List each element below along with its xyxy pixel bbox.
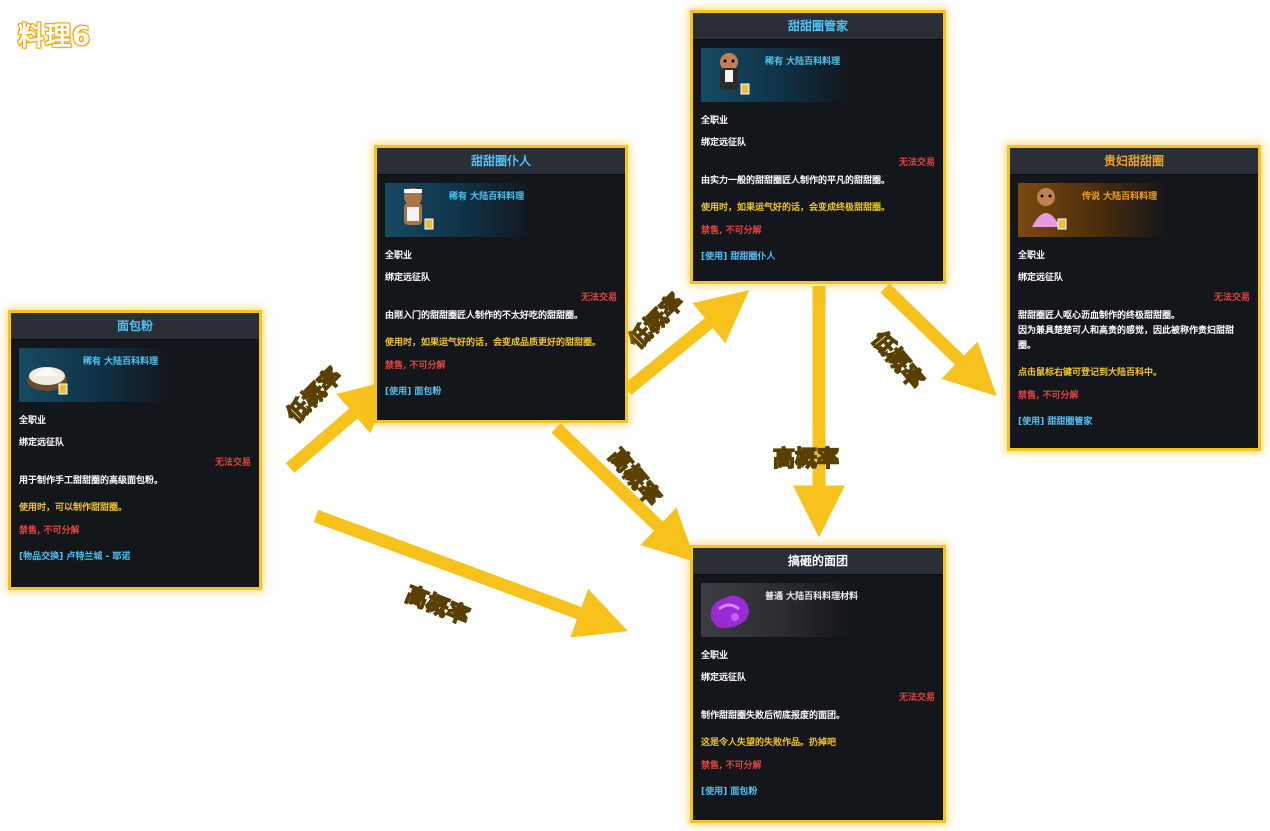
item-sale: 禁售, 不可分解 xyxy=(701,761,762,771)
item-bind: 绑定远征队 xyxy=(701,138,747,148)
item-trade: 无法交易 xyxy=(898,158,935,168)
item-desc: 甜甜圈匠人呕心沥血制作的终极甜甜圈。 xyxy=(1018,311,1181,321)
label-butler-to-dough: 高概率 xyxy=(772,446,840,473)
item-rarity: 传说 大陆百科料理 xyxy=(1082,192,1158,202)
servant-donut-icon xyxy=(404,188,434,230)
item-sale: 禁售, 不可分解 xyxy=(1018,391,1079,401)
item-job: 全职业 xyxy=(385,251,413,261)
arrow-flour-to-servant xyxy=(285,379,393,473)
item-trade: 无法交易 xyxy=(580,293,617,303)
item-trade: 无法交易 xyxy=(898,693,935,703)
item-job: 全职业 xyxy=(701,116,729,126)
arrow-butler-to-lady xyxy=(880,283,997,397)
card-lady: 贵妇甜甜圈 传说 大陆百科料理 全职业 绑定远征队 无法交易 甜甜圈匠人呕心沥血… xyxy=(1007,145,1261,451)
item-usage: 使用时，可以制作甜甜圈。 xyxy=(19,503,128,513)
item-rarity: 稀有 大陆百科料理 xyxy=(765,57,841,67)
arrow-servant-to-butler xyxy=(622,290,750,396)
item-icon-row: 普通 大陆百科料理材料 xyxy=(701,583,943,637)
item-bind: 绑定远征队 xyxy=(385,273,431,283)
card-servant: 甜甜圈仆人 稀有 大陆百科料理 全职业 绑定远征队 无法交易 由刚入门的甜甜圈匠… xyxy=(374,145,628,423)
failed-dough-icon xyxy=(710,595,749,629)
item-rarity: 稀有 大陆百科料理 xyxy=(83,357,159,367)
item-source: [使用] 甜甜圈管家 xyxy=(1018,417,1093,427)
item-icon-row: 稀有 大陆百科料理 xyxy=(701,48,943,102)
item-bind: 绑定远征队 xyxy=(19,438,65,448)
item-trade: 无法交易 xyxy=(1213,293,1250,303)
item-rarity: 普通 大陆百科料理材料 xyxy=(765,592,859,602)
item-job: 全职业 xyxy=(1018,251,1046,261)
item-usage: 使用时，如果运气好的话，会变成终极甜甜圈。 xyxy=(701,203,891,213)
item-desc-2: 因为兼具楚楚可人和高贵的感觉，因此被称作贵妇甜甜圈。 xyxy=(1018,326,1235,351)
card-title: 面包粉 xyxy=(11,313,259,340)
card-dough: 搞砸的面团 普通 大陆百科料理材料 全职业 绑定远征队 无法交易 制作甜甜圈失败… xyxy=(690,545,946,823)
item-sale: 禁售, 不可分解 xyxy=(701,226,762,236)
arrow-servant-to-dough xyxy=(551,423,696,563)
item-icon-row: 稀有 大陆百科料理 xyxy=(385,183,625,237)
item-usage: 点击鼠标右键可登记到大陆百科中。 xyxy=(1018,368,1163,378)
item-trade: 无法交易 xyxy=(214,458,251,468)
lady-donut-icon xyxy=(1032,188,1067,230)
item-source: [使用] 甜甜圈仆人 xyxy=(701,252,776,262)
item-desc: 制作甜甜圈失败后彻底报废的面团。 xyxy=(701,711,846,721)
flour-bowl-icon xyxy=(27,367,68,395)
item-job: 全职业 xyxy=(701,651,729,661)
item-bind: 绑定远征队 xyxy=(701,673,747,683)
item-icon-row: 传说 大陆百科料理 xyxy=(1018,183,1258,237)
item-bind: 绑定远征队 xyxy=(1018,273,1064,283)
item-job: 全职业 xyxy=(19,416,47,426)
item-rarity: 稀有 大陆百科料理 xyxy=(449,192,525,202)
item-source: [物品交换] 卢特兰城 - 耶诺 xyxy=(19,552,131,562)
item-usage: 使用时，如果运气好的话，会变成品质更好的甜甜圈。 xyxy=(385,338,602,348)
item-desc: 由实力一般的甜甜圈匠人制作的平凡的甜甜圈。 xyxy=(701,176,891,186)
item-icon-row: 稀有 大陆百科料理 xyxy=(19,348,259,402)
butler-donut-icon xyxy=(720,53,750,95)
item-desc: 由刚入门的甜甜圈匠人制作的不太好吃的甜甜圈。 xyxy=(385,311,584,321)
card-title: 甜甜圈仆人 xyxy=(377,148,625,175)
item-desc: 用于制作手工甜甜圈的高级面包粉。 xyxy=(19,476,164,486)
card-flour: 面包粉 稀有 大陆百科料理 全职业 绑定远征队 无法交易 用于制作手工甜甜圈的高… xyxy=(8,310,262,590)
item-sale: 禁售, 不可分解 xyxy=(19,526,80,536)
card-butler: 甜甜圈管家 稀有 大陆百科料理 全职业 绑定远征队 无法交易 由实力一般的甜甜圈… xyxy=(690,10,946,284)
item-source: [使用] 面包粉 xyxy=(701,787,758,797)
item-usage: 这是令人失望的失败作品。扔掉吧 xyxy=(701,738,837,748)
card-title: 搞砸的面团 xyxy=(693,548,943,575)
card-title: 贵妇甜甜圈 xyxy=(1010,148,1258,175)
card-title: 甜甜圈管家 xyxy=(693,13,943,40)
item-source: [使用] 面包粉 xyxy=(385,387,442,397)
item-sale: 禁售, 不可分解 xyxy=(385,361,446,371)
arrow-flour-to-dough xyxy=(313,509,628,638)
page-title: 料理6 xyxy=(17,21,92,53)
